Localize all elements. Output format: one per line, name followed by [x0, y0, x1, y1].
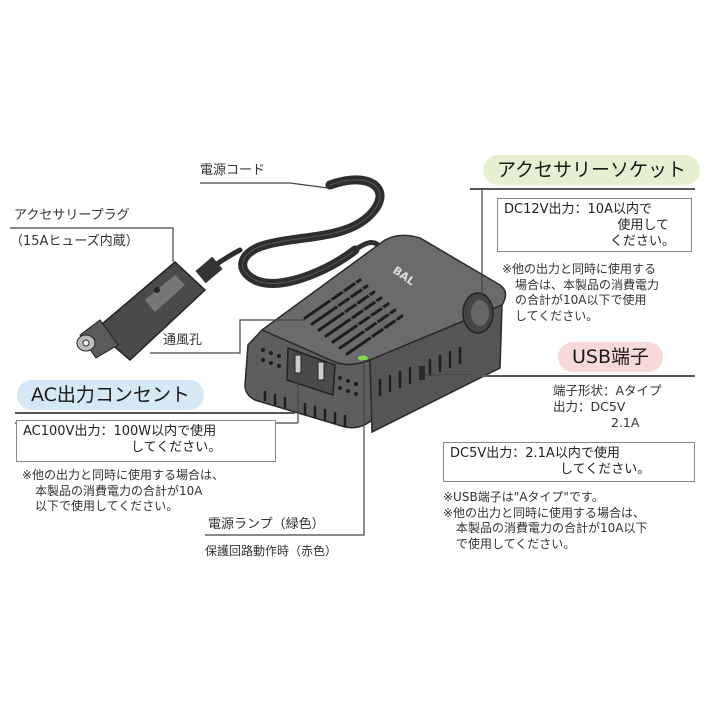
note-line: ※他の出力と同時に使用する: [502, 262, 657, 276]
spec-line: 端子形状：Aタイプ: [553, 383, 662, 398]
power-lamp-label: 電源ランプ（緑色）: [208, 517, 325, 532]
power-cord-label: 電源コード: [200, 163, 266, 178]
usb-port-title: USB端子: [558, 342, 664, 372]
spec-line: 2.1A: [611, 415, 640, 430]
accessory-socket-spec-box: DC12V出力：10A以内で 使用して ください。: [497, 198, 692, 252]
spec-line: 出力：DC5V: [553, 399, 626, 414]
protection-lamp-label: 保護回路動作時（赤色）: [205, 544, 338, 558]
note-line: ※USB端子は"Aタイプ"です。: [443, 490, 604, 504]
vent-label: 通風孔: [163, 333, 203, 348]
note-line: 場合は、本製品の消費電力: [515, 277, 660, 292]
spec-line: してください。: [560, 462, 651, 477]
note-line: 本製品の消費電力の合計が10A以下: [456, 521, 648, 535]
ac-outlet-title: AC出力コンセント: [17, 380, 204, 410]
inverter-body-icon: BAL: [244, 234, 507, 434]
spec-line: AC100V出力：100W以内で使用: [23, 424, 217, 439]
accessory-socket-note: ※他の出力と同時に使用する 場合は、本製品の消費電力 の合計が10A以下で使用 …: [502, 262, 659, 324]
spec-line: してください。: [131, 440, 222, 455]
usb-port-spec-box: DC5V出力：2.1A以内で使用 してください。: [443, 442, 695, 482]
accessory-plug-note: （15Aヒューズ内蔵）: [10, 234, 139, 249]
note-line: 以下で使用してください。: [35, 499, 179, 513]
ac-outlet-note: ※他の出力と同時に使用する場合は、 本製品の消費電力の合計が10A 以下で使用し…: [22, 468, 224, 515]
note-line: ※他の出力と同時に使用する場合は、: [22, 468, 225, 482]
accessory-socket-title: アクセサリーソケット: [483, 155, 701, 185]
note-line: 本製品の消費電力の合計が10A: [35, 483, 203, 498]
ac-outlet-spec-box: AC100V出力：100W以内で使用 してください。: [16, 420, 276, 462]
note-line: で使用してください。: [456, 536, 576, 551]
usb-port-spec: 端子形状：Aタイプ 出力：DC5V 2.1A: [553, 383, 662, 431]
accessory-plug-icon: [76, 256, 223, 362]
note-line: してください。: [515, 308, 599, 323]
usb-port-note: ※USB端子は"Aタイプ"です。 ※他の出力と同時に使用する場合は、 本製品の消…: [443, 490, 647, 552]
spec-line: 使用して: [617, 218, 669, 233]
spec-line: DC5V出力：2.1A以内で使用: [450, 446, 620, 461]
spec-line: DC12V出力：10A以内で: [504, 202, 652, 217]
note-line: ※他の出力と同時に使用する場合は、: [443, 505, 646, 520]
accessory-plug-label: アクセサリープラグ: [14, 208, 130, 223]
spec-line: ください。: [609, 234, 675, 249]
note-line: の合計が10A以下で使用: [515, 293, 647, 307]
power-cord-icon: [202, 175, 385, 288]
